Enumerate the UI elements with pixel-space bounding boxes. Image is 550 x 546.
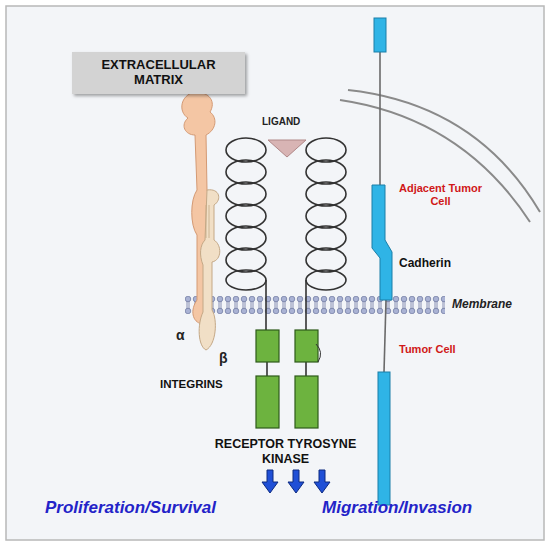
receptor-label: RECEPTOR TYROSYNE KINASE	[203, 437, 368, 467]
box-text: EXTRACELLULAR MATRIX	[94, 58, 224, 88]
subunit-label: α	[176, 327, 185, 344]
membrane-bilayer	[185, 296, 445, 314]
integrin-beta	[199, 190, 220, 350]
receptor-coils	[226, 138, 346, 376]
cell-label: Tumor Cell	[399, 343, 456, 356]
outcome-label: Migration/Invasion	[322, 498, 472, 518]
kinase-domains	[256, 330, 318, 428]
cadherin-molecule	[372, 18, 392, 505]
frame	[6, 6, 544, 540]
ligand-triangle	[268, 140, 306, 157]
subunit-label: β	[219, 350, 228, 367]
integrin-label: INTEGRINS	[160, 378, 223, 392]
ligand-label: LIGAND	[262, 116, 300, 128]
cadherin-label: Cadherin	[399, 256, 451, 270]
outcome-label: Proliferation/Survival	[45, 498, 216, 518]
signal-arrows	[262, 470, 330, 493]
adjacent-membrane	[340, 100, 530, 222]
membrane-label: Membrane	[452, 297, 512, 311]
cell-label: Adjacent Tumor Cell	[393, 182, 488, 208]
matrix-box: EXTRACELLULAR MATRIX	[72, 52, 245, 94]
